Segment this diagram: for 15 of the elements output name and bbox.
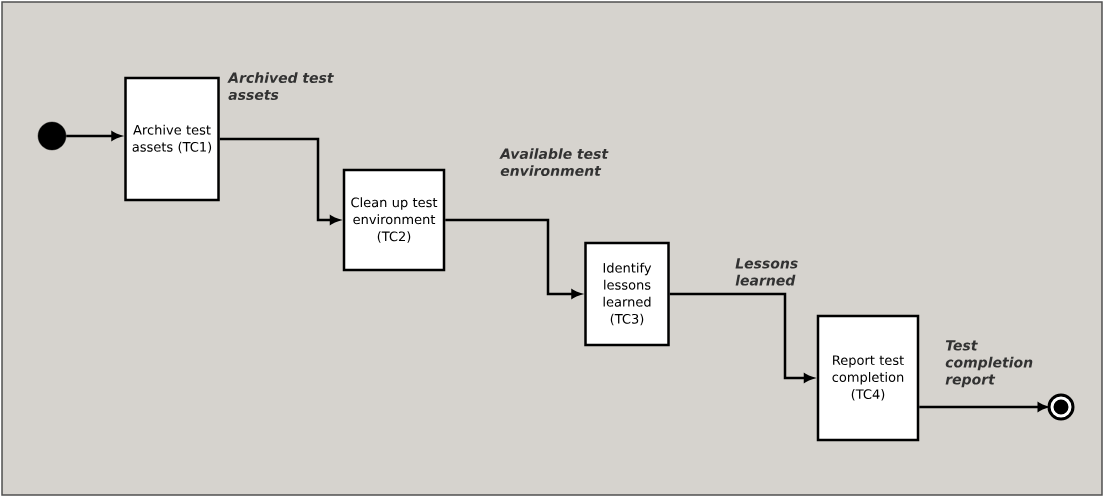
arrow (919, 402, 1048, 412)
edge-label: Lessons learned (735, 258, 798, 286)
process-box: Report test completion (TC4) (816, 314, 920, 442)
process-box: Identify lessons learned (TC3) (584, 241, 670, 347)
arrow (669, 292, 814, 383)
process-box: Clean up test environment (TC2) (342, 168, 446, 272)
edge-label: Available test environment (499, 148, 609, 177)
end-circle (1047, 393, 1075, 421)
arrow (445, 218, 581, 299)
edge-label: Test completion report (945, 340, 1033, 388)
edge-label: Archived test assets (227, 72, 334, 101)
arrow (66, 131, 121, 141)
process-box: Archive test assets (TC1) (124, 76, 220, 202)
arrow (219, 137, 340, 225)
start-circle (37, 121, 67, 151)
